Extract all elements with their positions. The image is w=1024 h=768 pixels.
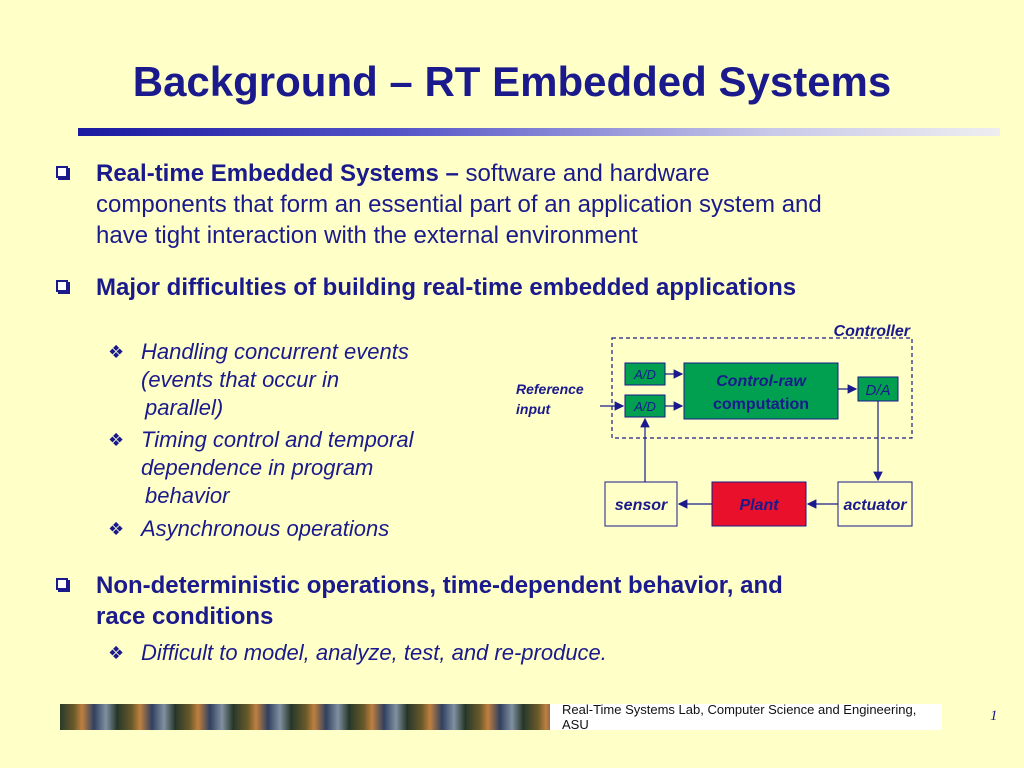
plant-box: [711, 481, 807, 527]
ad-converter-bottom-label: A/D: [633, 399, 656, 414]
footer-image-strip: [60, 704, 550, 730]
bullet-heading: Real-time Embedded Systems –: [96, 160, 459, 187]
square-bullet-icon: [56, 166, 68, 178]
footer-label: Real-Time Systems Lab, Computer Science …: [550, 702, 942, 732]
square-bullet-icon: [56, 578, 68, 590]
square-bullet-icon: [56, 280, 68, 292]
sub-bullet-line: (events that occur in: [141, 367, 340, 392]
sub-bullet-text: Handling concurrent events (events that …: [141, 338, 409, 422]
sub-bullet-line: behavior: [145, 483, 230, 508]
sub-bullet-concurrent-events: ❖ Handling concurrent events (events tha…: [108, 338, 488, 422]
da-converter: [857, 376, 899, 402]
bullet-line: software and hardware: [458, 160, 710, 187]
sensor-label: sensor: [615, 497, 668, 514]
da-converter-label: D/A: [865, 382, 890, 399]
controller-boundary: [611, 337, 913, 439]
sub-bullet-line: Difficult to model, analyze, test, and r…: [141, 640, 607, 665]
computation-label-line2: computation: [713, 396, 809, 413]
reference-input-label: Reference: [516, 381, 584, 397]
diamond-bullet-icon: ❖: [108, 342, 125, 362]
diamond-bullet-icon: ❖: [108, 430, 125, 450]
bullet-line: components that form an essential part o…: [96, 191, 822, 218]
sub-bullet-asynchronous: ❖ Asynchronous operations: [108, 515, 488, 543]
sub-bullet-line: Handling concurrent events: [141, 339, 409, 364]
sub-bullet-line: parallel): [145, 395, 224, 420]
bullet-line: Non-deterministic operations, time-depen…: [96, 572, 783, 599]
bullet-heading: Major difficulties of building real-time…: [96, 274, 797, 301]
bullet-line: race conditions: [96, 603, 274, 630]
sensor-box: [604, 481, 678, 527]
bullet-text: Non-deterministic operations, time-depen…: [96, 570, 783, 632]
sub-bullet-line: dependence in program: [141, 455, 374, 480]
bullet-non-deterministic: Non-deterministic operations, time-depen…: [56, 570, 976, 634]
reference-input-label-line2: input: [516, 401, 552, 417]
sub-bullet-line: Timing control and temporal: [141, 427, 414, 452]
ad-converter-top-label: A/D: [633, 367, 656, 382]
diamond-bullet-icon: ❖: [108, 643, 125, 663]
control-computation-box: [683, 362, 839, 420]
title-underline: [78, 128, 1000, 136]
sub-bullet-line: Asynchronous operations: [141, 516, 390, 541]
actuator-label: actuator: [843, 497, 907, 514]
sub-bullet-timing-control: ❖ Timing control and temporal dependence…: [108, 426, 488, 510]
actuator-box: [837, 481, 913, 527]
page-number: 1: [990, 708, 998, 724]
bullet-text: Real-time Embedded Systems – software an…: [96, 158, 822, 251]
computation-label-line1: Control-raw: [716, 373, 807, 390]
control-loop-diagram: Controller Reference input A/D A/D Contr…: [516, 323, 913, 527]
slide-title: Background – RT Embedded Systems: [132, 58, 892, 105]
bullet-line: have tight interaction with the external…: [96, 222, 638, 249]
bullet-major-difficulties: Major difficulties of building real-time…: [56, 272, 976, 304]
controller-label: Controller: [834, 323, 911, 340]
plant-label: Plant: [739, 497, 779, 514]
sub-bullet-text: Timing control and temporal dependence i…: [141, 426, 414, 510]
bullet-realtime-embedded: Real-time Embedded Systems – software an…: [56, 158, 976, 253]
diamond-bullet-icon: ❖: [108, 519, 125, 539]
sub-bullet-difficult-to-model: ❖ Difficult to model, analyze, test, and…: [108, 639, 808, 667]
